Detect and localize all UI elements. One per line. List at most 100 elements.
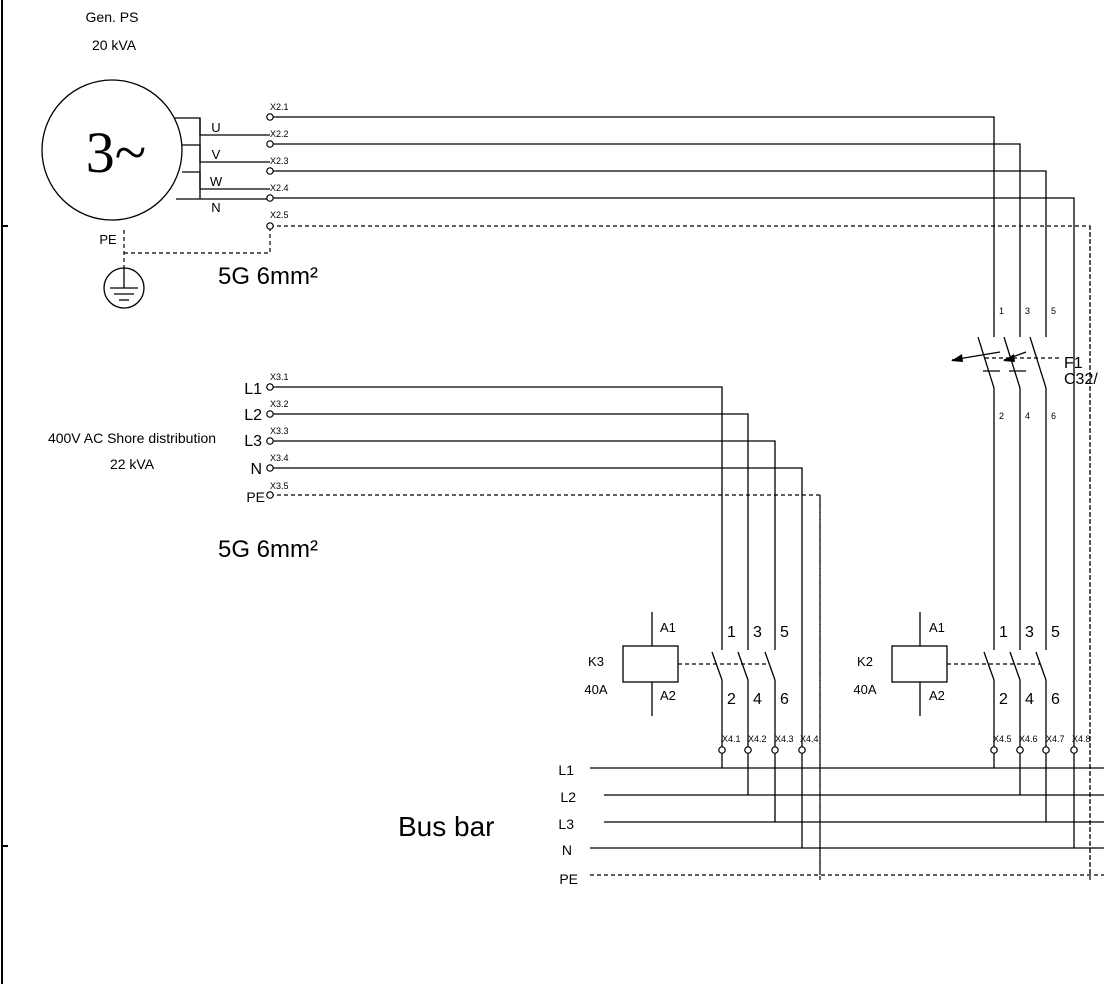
wire-shore-l2 (270, 413, 749, 600)
k3-pin-4: 4 (753, 691, 762, 708)
terminal-icon (266, 437, 274, 445)
terminal-x4-5: X4.5 (993, 734, 1012, 744)
terminal-x3-3: X3.3 (270, 426, 289, 436)
breaker-blade (977, 336, 995, 389)
wire-gen-l1 (270, 116, 995, 320)
k2-pin-3: 3 (1025, 624, 1034, 641)
k3-pin-5: 5 (780, 624, 789, 641)
k2-name: K2 (857, 654, 873, 669)
k3-name: K3 (588, 654, 604, 669)
generator-phase-symbol: 3~ (86, 120, 146, 185)
shore-title: 400V AC Shore distribution (48, 430, 216, 446)
shore-line-l1: L1 (244, 381, 262, 398)
terminal-icon (771, 746, 779, 754)
shore-line-l2: L2 (244, 407, 262, 424)
terminal-x4-1: X4.1 (722, 734, 741, 744)
k2-coil-a2: A2 (929, 688, 945, 703)
generator-phase-v: V (212, 147, 221, 162)
shore-line-l3: L3 (244, 433, 262, 450)
k2-rating: 40A (853, 682, 876, 697)
k3-contact-blade (711, 651, 723, 681)
generator-phase-u: U (211, 120, 220, 135)
generator-symbol (41, 79, 183, 221)
terminal-icon (990, 746, 998, 754)
terminal-icon (266, 167, 274, 175)
generator-lead-w (182, 171, 270, 190)
wire-shore-l1 (270, 386, 723, 600)
breaker-pin-6: 6 (1051, 411, 1056, 421)
terminal-icon (266, 194, 274, 202)
terminal-x4-8: X4.8 (1072, 734, 1091, 744)
k3-coil (622, 645, 679, 683)
k3-pin-2: 2 (727, 691, 736, 708)
breaker-name: F1 (1064, 355, 1083, 372)
terminal-x3-4: X3.4 (270, 453, 289, 463)
busbar-title: Bus bar (398, 811, 495, 842)
k2-contact-blade (983, 651, 995, 681)
k3-coil-a2: A2 (660, 688, 676, 703)
shore-rating: 22 kVA (110, 456, 155, 472)
breaker-pin-5: 5 (1051, 306, 1056, 316)
generator-pe-label: PE (99, 232, 117, 247)
terminal-x3-5: X3.5 (270, 481, 289, 491)
terminal-x3-2: X3.2 (270, 399, 289, 409)
breaker-trip-arrow-icon-head (951, 354, 963, 362)
terminal-icon (266, 491, 274, 499)
breaker-blade (1003, 336, 1021, 389)
k2-pin-1: 1 (999, 624, 1008, 641)
k2-pin-4: 4 (1025, 691, 1034, 708)
breaker-pin-1: 1 (999, 306, 1004, 316)
k3-pin-3: 3 (753, 624, 762, 641)
terminal-icon (1070, 746, 1078, 754)
k3-rating: 40A (584, 682, 607, 697)
wire-gen-n (270, 197, 1075, 760)
k3-pin-6: 6 (780, 691, 789, 708)
terminal-x4-4: X4.4 (800, 734, 819, 744)
terminal-icon (266, 410, 274, 418)
k2-coil-a1: A1 (929, 620, 945, 635)
generator-pe-link (124, 226, 271, 254)
wire-gen-pe (270, 225, 1091, 880)
terminal-x3-1: X3.1 (270, 372, 289, 382)
terminal-icon (1016, 746, 1024, 754)
busbar-line-l2: L2 (560, 789, 576, 805)
k2-pin-5: 5 (1051, 624, 1060, 641)
terminal-x2-3: X2.3 (270, 156, 289, 166)
k3-contact-blade (737, 651, 749, 681)
breaker-blade (1029, 336, 1047, 389)
terminal-icon (266, 464, 274, 472)
shore-line-pe: PE (246, 489, 265, 505)
busbar-line-pe: PE (559, 871, 578, 887)
terminal-icon (1042, 746, 1050, 754)
terminal-icon (798, 746, 806, 754)
k2-contact-blade (1009, 651, 1021, 681)
k2-coil (891, 645, 948, 683)
k3-contact-blade (764, 651, 776, 681)
terminal-icon (718, 746, 726, 754)
terminal-icon (266, 113, 274, 121)
terminal-x2-2: X2.2 (270, 129, 289, 139)
breaker-pin-2: 2 (999, 411, 1004, 421)
generator-phase-n: N (211, 200, 220, 215)
terminal-icon (266, 383, 274, 391)
terminal-icon (744, 746, 752, 754)
breaker-rating: C32/ (1064, 371, 1098, 388)
generator-rating: 20 kVA (92, 37, 137, 53)
busbar-line-n: N (562, 842, 572, 858)
terminal-x2-5: X2.5 (270, 210, 289, 220)
terminal-icon (266, 140, 274, 148)
breaker-pin-3: 3 (1025, 306, 1030, 316)
generator-title: Gen. PS (86, 9, 139, 25)
terminal-icon (266, 222, 274, 230)
k3-pin-1: 1 (727, 624, 736, 641)
k3-coil-a1: A1 (660, 620, 676, 635)
generator-cable-label: 5G 6mm² (218, 263, 318, 290)
terminal-x2-4: X2.4 (270, 183, 289, 193)
generator-lead-u (175, 117, 270, 136)
shore-line-n: N (250, 461, 262, 478)
wire-shore-n (270, 467, 803, 760)
wire-gen-l3 (270, 170, 1047, 320)
terminal-x2-1: X2.1 (270, 102, 289, 112)
generator-lead-v (199, 145, 270, 163)
